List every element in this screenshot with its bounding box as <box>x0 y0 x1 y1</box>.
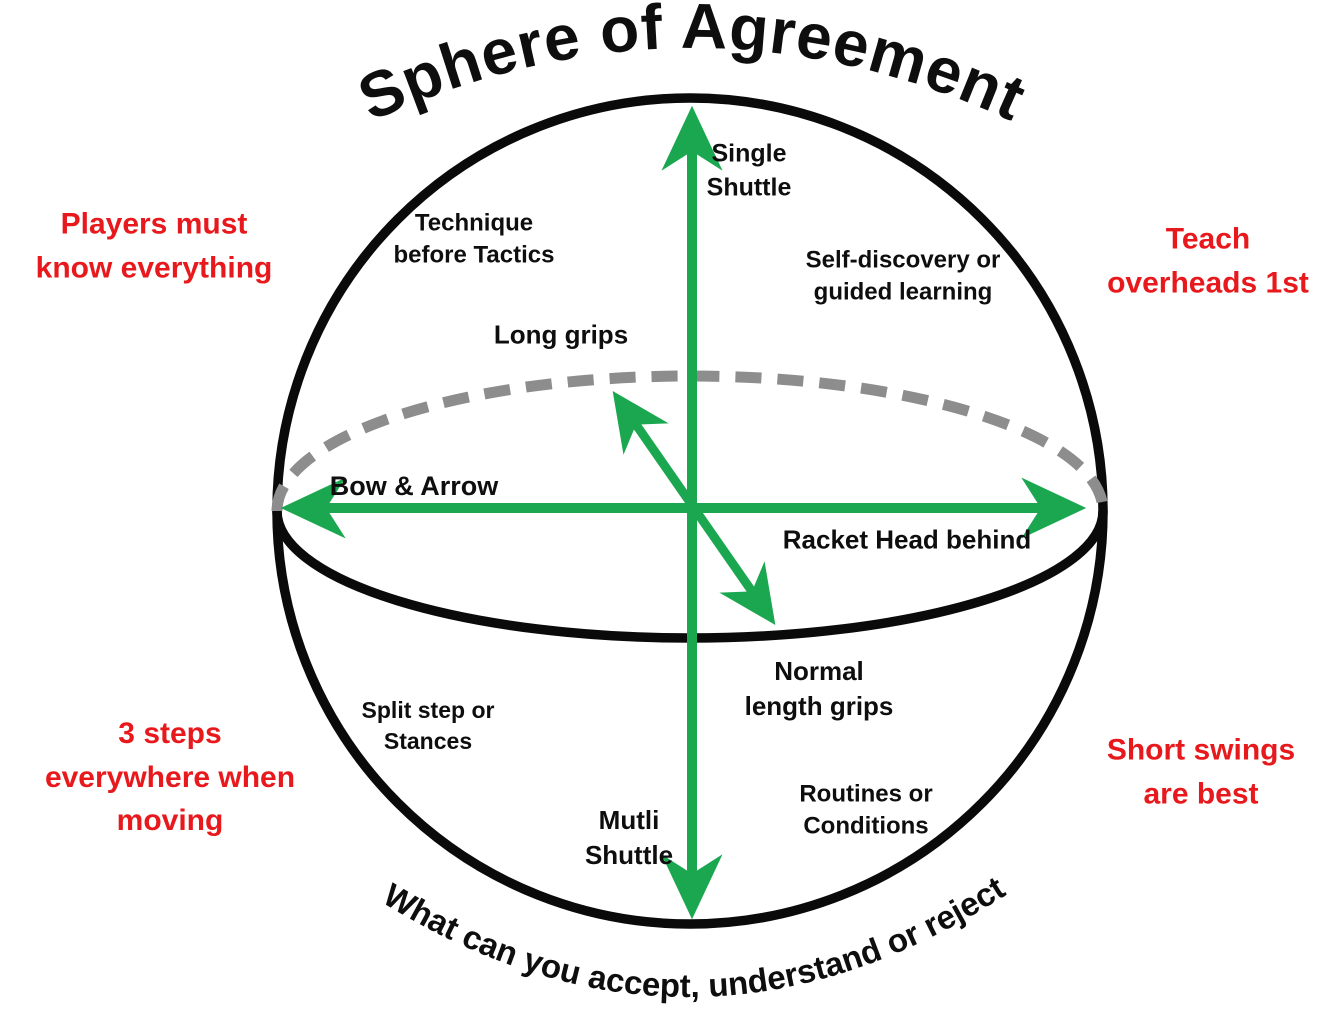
label-split-step-or-stances: Split step or Stances <box>361 696 495 754</box>
label-self-discovery: Self-discovery or guided learning <box>805 246 1001 306</box>
label-3-steps-everywhere-when-moving: 3 steps everywhere when moving <box>44 716 296 837</box>
label-teach-overheads-1st: Teach overheads 1st <box>1107 222 1309 300</box>
label-long-grips: Long grips <box>493 319 629 350</box>
label-players-must-know-everything: Players must know everything <box>35 207 273 285</box>
equator-back-dashed-arc <box>271 370 1109 512</box>
label-bow-and-arrow: Bow & Arrow <box>329 470 499 501</box>
diagram-title: Sphere of Agreement <box>348 0 1036 134</box>
label-technique-before-tactics: Technique before Tactics <box>393 209 555 269</box>
label-routines-or-conditions: Routines or Conditions <box>799 780 933 840</box>
label-normal-length-grips: Normal length grips <box>744 655 894 721</box>
label-multi-shuttle: Mutli Shuttle <box>584 804 674 870</box>
label-short-swings-are-best: Short swings are best <box>1106 733 1296 811</box>
diagonal-axis-arrow <box>612 390 776 626</box>
label-single-shuttle: Single Shuttle <box>706 139 792 201</box>
label-racket-head-behind: Racket Head behind <box>782 524 1032 555</box>
